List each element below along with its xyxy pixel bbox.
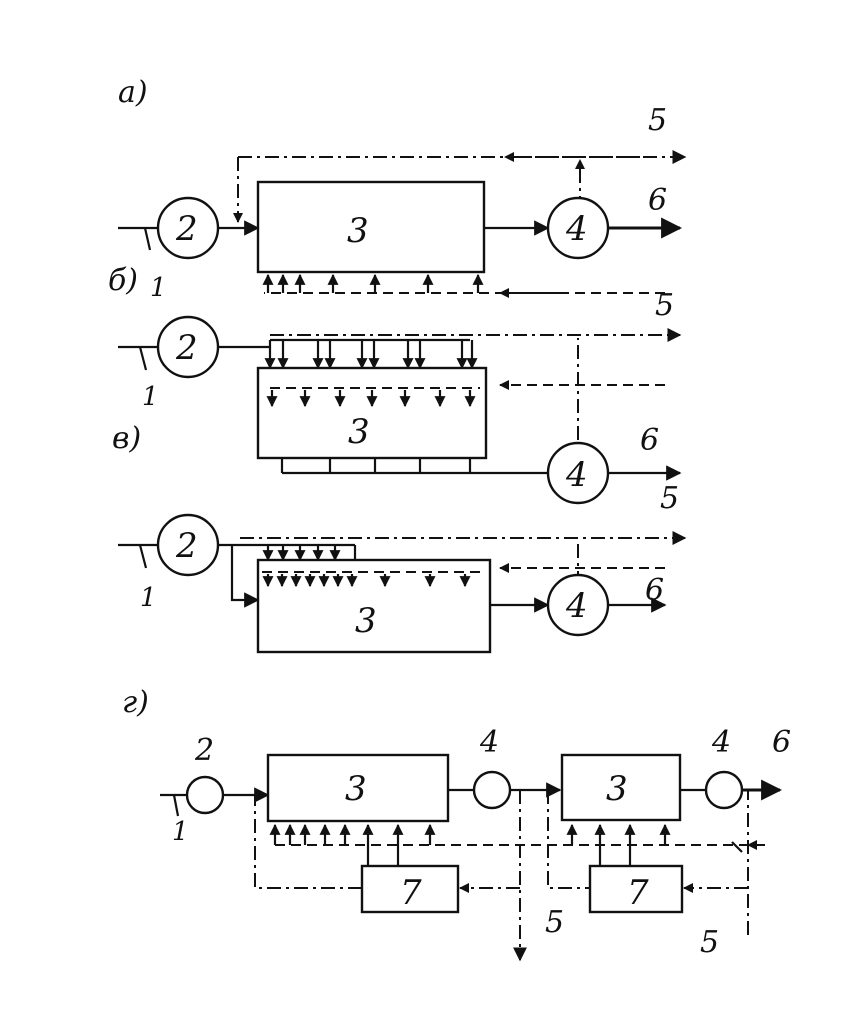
label-6: 6 [772,725,791,760]
label-3: 3 [348,412,370,452]
label-2: 2 [175,328,198,368]
input-tick [172,794,180,817]
label-1: 1 [142,382,159,412]
label-1: 1 [140,583,157,613]
loop-7a-return [254,795,362,889]
feed-hook [731,841,743,853]
panel-b-letter: б) [108,263,138,298]
input-tick [143,227,152,251]
reactor-3-second [560,753,682,822]
label-4-first: 4 [479,725,499,760]
internal-drops [266,390,476,408]
input-tick [138,544,148,569]
label-4: 4 [565,455,588,495]
bypass-line [230,545,260,608]
label-5: 5 [655,288,674,323]
label-3-second: 3 [606,769,628,809]
label-3: 3 [347,211,369,251]
label-5: 5 [648,103,667,138]
label-4: 4 [565,209,588,249]
label-5: 5 [660,481,679,516]
unit-4-first [472,770,512,810]
label-4: 4 [565,586,588,626]
reactor-inlets [262,273,484,293]
label-1: 1 [172,817,189,847]
label-2: 2 [194,733,214,768]
pump-2 [185,775,225,815]
label-6: 6 [640,423,659,458]
internal-drops [262,574,471,588]
panel-a-letter: а) [118,75,148,110]
input-tick [138,346,148,371]
first-reactor-inlets [269,823,436,845]
label-3-first: 3 [345,769,367,809]
unit-4-second [704,770,744,810]
label-3: 3 [355,601,377,641]
reactor-3 [256,180,486,274]
bottom-outlets [280,458,472,473]
panel-g: г) [122,685,791,962]
panel-v-letter: в) [112,421,141,456]
label-7-first: 7 [400,873,422,913]
top-feed-drops [262,545,341,562]
label-6: 6 [648,183,667,218]
reactor-3 [256,366,488,460]
label-4-second: 4 [711,725,731,760]
label-2: 2 [175,526,198,566]
panel-a: а) 3 2 4 5 6 1 [118,75,687,303]
label-5-bottom: 5 [545,905,564,940]
label-5-right: 5 [700,925,719,960]
reactor-3-first [266,753,450,823]
panel-v: в) [112,421,687,654]
label-2: 2 [175,209,198,249]
panel-g-letter: г) [122,685,149,720]
label-6: 6 [645,573,664,608]
label-1: 1 [150,273,167,303]
top-manifold-drops [264,340,478,370]
second-reactor-inlets [566,823,671,845]
loop-7b-feed [547,790,590,889]
label-7-second: 7 [627,873,649,913]
panel-b: б) [108,263,682,505]
